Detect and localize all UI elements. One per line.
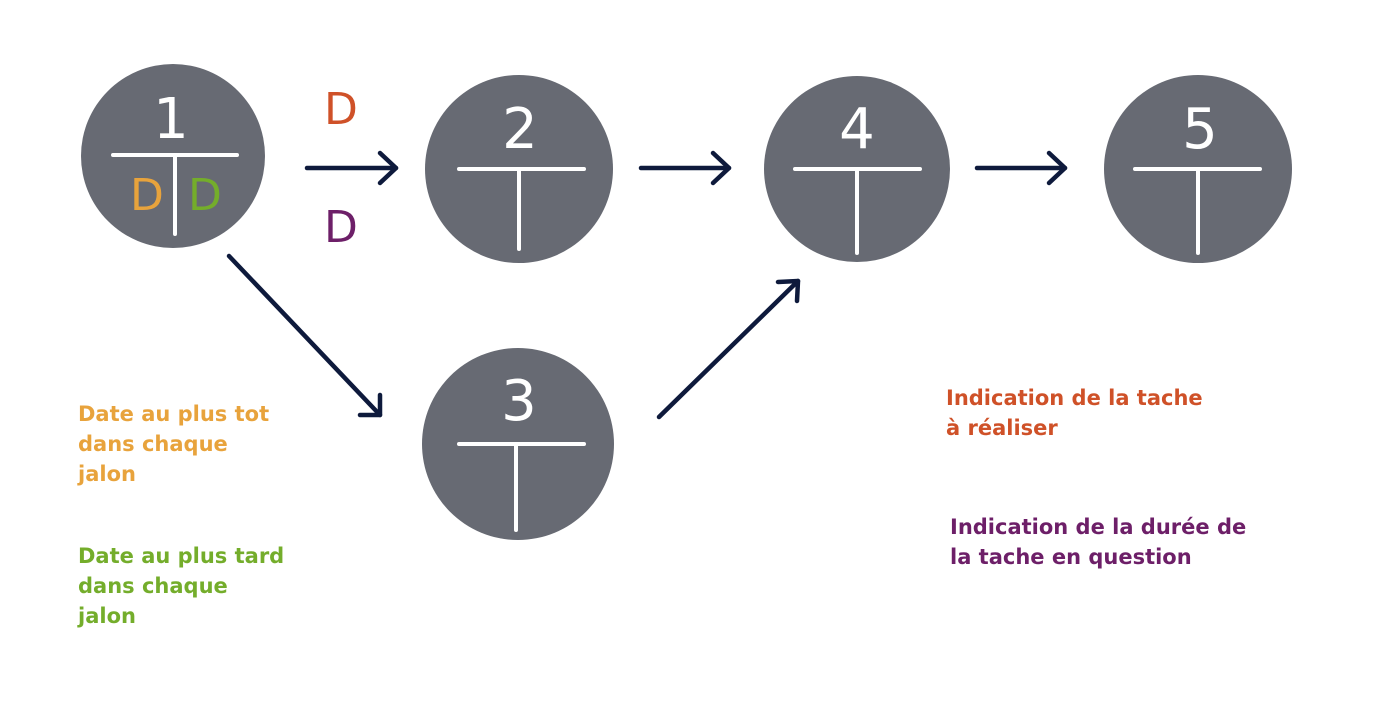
node-2-number: 2 <box>502 97 538 162</box>
node-3-number: 3 <box>501 369 537 434</box>
edge-1-3 <box>226 253 383 418</box>
edge-1-2 <box>304 150 399 186</box>
node-5: 5 <box>1104 75 1292 263</box>
node-4: 4 <box>764 76 950 262</box>
node-3: 3 <box>422 348 614 540</box>
node-1-late-date: D <box>188 170 222 221</box>
node-4-number: 4 <box>839 97 875 162</box>
edge-3-4 <box>656 278 801 420</box>
node-1: 1 D D <box>81 64 265 248</box>
edge-task-label: D <box>324 84 358 135</box>
node-1-number: 1 <box>153 87 189 152</box>
node-2: 2 <box>425 75 613 263</box>
legend-early-date: Date au plus tot dans chaque jalon <box>78 402 270 486</box>
edge-4-5 <box>974 150 1068 186</box>
legend-task: Indication de la tache à réaliser <box>946 386 1203 440</box>
legend-duration: Indication de la durée de la tache en qu… <box>950 515 1247 569</box>
edge-2-4 <box>638 150 732 186</box>
legend-late-date: Date au plus tard dans chaque jalon <box>78 544 285 628</box>
node-5-number: 5 <box>1182 97 1218 162</box>
edge-duration-label: D <box>324 202 358 253</box>
node-1-early-date: D <box>130 170 164 221</box>
